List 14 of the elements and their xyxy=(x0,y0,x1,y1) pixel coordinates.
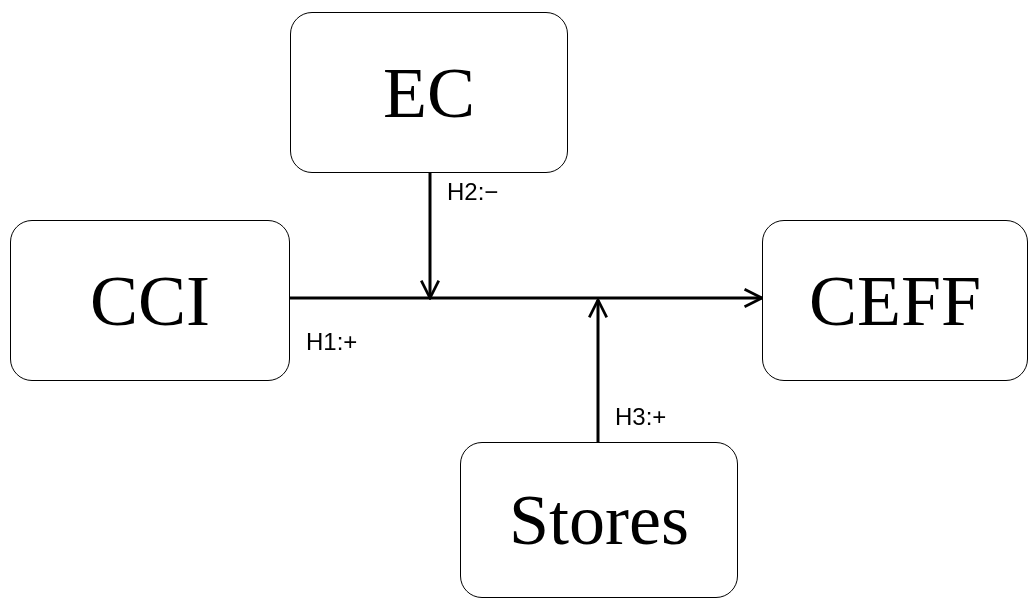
arrow xyxy=(290,287,764,309)
node-box xyxy=(10,220,290,381)
edge-label: H3:+ xyxy=(615,405,667,429)
node-label: CCI xyxy=(90,264,210,337)
edge-label: H1:+ xyxy=(306,330,358,354)
arrow xyxy=(419,173,441,300)
arrow xyxy=(587,298,609,442)
node-box xyxy=(762,220,1028,381)
edge-label: H2:− xyxy=(447,180,499,204)
node-label: EC xyxy=(383,56,475,129)
node-label: CEFF xyxy=(808,264,982,337)
node-box xyxy=(290,12,568,173)
node-box xyxy=(460,442,738,598)
node-label: Stores xyxy=(509,484,689,556)
